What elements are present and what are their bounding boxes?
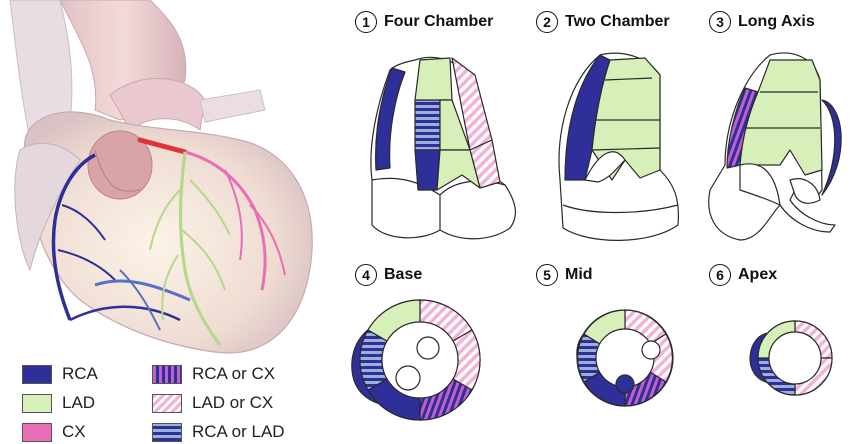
view-label: Long Axis xyxy=(738,13,815,30)
legend-item-rca-or-lad: RCA or LAD xyxy=(152,422,285,442)
posterior-descending xyxy=(94,279,191,302)
view-label: Four Chamber xyxy=(384,13,494,30)
view-number: 4 xyxy=(355,264,377,286)
rca-or-lad-swatch xyxy=(152,422,182,442)
view-label: Base xyxy=(384,266,423,283)
mid-view xyxy=(576,309,674,407)
legend-label: CX xyxy=(62,422,86,441)
left-main-artery xyxy=(137,137,188,155)
two-chamber-view xyxy=(558,52,680,241)
legend-label: LAD xyxy=(62,393,96,412)
view-title-two-chamber: 2 Two Chamber xyxy=(536,11,670,33)
lad-vessel xyxy=(178,151,222,346)
view-title-apex: 6 Apex xyxy=(709,264,777,286)
rca-or-cx-swatch xyxy=(152,364,182,384)
view-title-mid: 5 Mid xyxy=(536,264,593,286)
view-title-base: 4 Base xyxy=(355,264,422,286)
legend-item-rca-or-cx: RCA or CX xyxy=(152,364,275,384)
lad-or-cx-swatch xyxy=(152,393,182,413)
long-axis-view xyxy=(708,52,842,241)
cx-swatch xyxy=(22,422,52,442)
lad-swatch xyxy=(22,393,52,413)
legend-item-lad: LAD xyxy=(22,393,95,413)
apex-view xyxy=(749,320,833,396)
legend-label: RCA or CX xyxy=(192,364,276,383)
legend-label: RCA xyxy=(62,364,98,383)
view-number: 1 xyxy=(355,11,377,33)
pulmonary-veins xyxy=(199,89,266,123)
legend-label: LAD or CX xyxy=(192,393,274,412)
view-number: 2 xyxy=(536,11,558,33)
four-chamber-view xyxy=(370,56,517,240)
rca-swatch xyxy=(22,364,52,384)
view-number: 6 xyxy=(709,264,731,286)
view-label: Two Chamber xyxy=(565,13,670,30)
pulmonary-trunk xyxy=(87,130,153,200)
legend-item-lad-or-cx: LAD or CX xyxy=(152,393,273,413)
rca-vessel xyxy=(51,153,96,321)
heart-illustration xyxy=(9,0,313,354)
view-title-long-axis: 3 Long Axis xyxy=(709,11,815,33)
view-number: 5 xyxy=(536,264,558,286)
right-atrium xyxy=(14,142,81,272)
base-view xyxy=(351,299,481,421)
legend: RCA LAD CX RCA or CX LAD or CX RCA or LA… xyxy=(22,362,322,444)
legend-item-rca: RCA xyxy=(22,364,98,384)
view-number: 3 xyxy=(709,11,731,33)
view-label: Mid xyxy=(565,266,593,283)
legend-item-cx: CX xyxy=(22,422,86,442)
legend-label: RCA or LAD xyxy=(192,422,285,441)
view-title-four-chamber: 1 Four Chamber xyxy=(355,11,493,33)
view-label: Apex xyxy=(738,266,778,283)
